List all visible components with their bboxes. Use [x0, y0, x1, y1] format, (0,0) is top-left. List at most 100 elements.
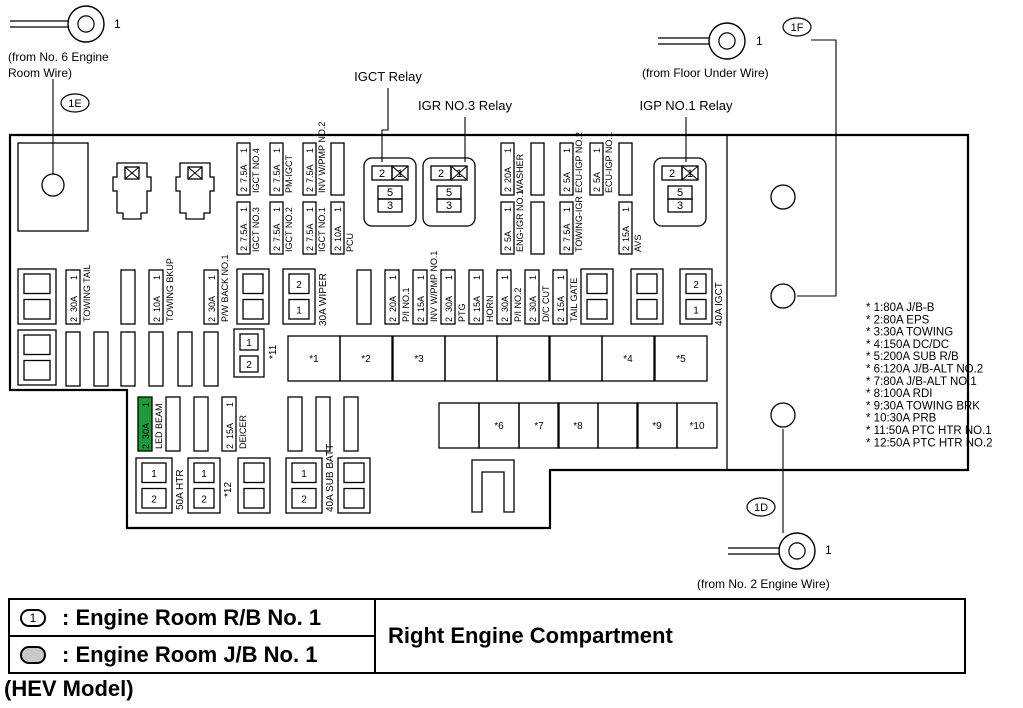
row-fuse-7-amp: 15A — [472, 296, 482, 312]
igp-no1-relay-housing — [653, 157, 707, 227]
note-item: * 2:80A EPS — [866, 314, 930, 326]
htr-link-pin-upper — [141, 462, 167, 484]
connector-1e-ring-hole — [77, 15, 95, 33]
row-fuse-6-amp: 30A — [444, 296, 454, 312]
mini-fuse-12-amp: 7.5A — [562, 223, 572, 242]
pin-fuse-slot — [654, 335, 708, 382]
spare-block-1-pin-upper — [23, 273, 51, 295]
legend-table: 1 : Engine Room R/B No. 1 : Engine Room … — [8, 598, 966, 674]
row-fuse-1-pin: 1 — [69, 275, 79, 280]
mini-fuse-13-pin: 2 — [621, 246, 631, 251]
row-fuse-7-label: HORN — [485, 296, 495, 323]
spare-block-6-pin-upper — [243, 462, 265, 484]
ptc-no2-link-pin-label: 1 — [201, 469, 207, 480]
spare-block-4-body — [580, 268, 614, 325]
mini-fuse-4-label: IGCT NO.3 — [251, 207, 261, 252]
mini-fuse-7-label: PCU — [345, 233, 355, 252]
igr-no3-relay-mark — [450, 165, 468, 181]
row-fuse-12-body — [221, 396, 237, 452]
empty-fuse-slot — [618, 142, 633, 196]
igp-no1-relay-mark — [681, 165, 699, 181]
igct-relay-pin-3 — [377, 198, 403, 213]
mounting-bracket — [471, 459, 515, 513]
igr-no3-relay-housing — [422, 157, 476, 227]
mini-fuse-5-body — [269, 201, 284, 255]
ptc-no2-link-label: *12 — [223, 482, 234, 497]
spare-block-3-body — [236, 268, 270, 325]
row-fuse-10-body — [552, 269, 568, 325]
wiper-link-body — [282, 268, 316, 325]
sub-batt-link-pin-lower — [291, 487, 317, 509]
mini-fuse-11-pin: 2 — [592, 187, 602, 192]
mini-fuse-6-body — [302, 201, 317, 255]
wiper-link-pin-upper — [288, 273, 310, 295]
rb-symbol-icon: 1 — [20, 608, 46, 627]
igp-no1-relay-pin-label: 1 — [687, 168, 693, 180]
mini-fuse-13-label: AVS — [633, 235, 643, 252]
note-item: * 12:50A PTC HTR NO.2 — [866, 437, 993, 449]
mini-fuse-4-pin: 1 — [239, 207, 249, 212]
ptc-no1-link-label: *11 — [268, 344, 279, 359]
mini-fuse-10-pin: 1 — [562, 148, 572, 153]
terminal-hole — [41, 173, 65, 197]
pin-fuse-slot-label: *3 — [414, 354, 424, 365]
connector-1e-badge — [60, 93, 90, 113]
note-item: * 11:50A PTC HTR NO.1 — [866, 425, 992, 437]
row-fuse-8-body — [496, 269, 512, 325]
igct-link-label: 40A IGCT — [714, 282, 725, 326]
legend-rb-row: 1 : Engine Room R/B No. 1 — [10, 600, 374, 635]
empty-fuse-slot — [120, 331, 136, 387]
mini-fuse-6-label: IGCT NO.1 — [317, 207, 327, 252]
spare-block-2-pin-upper — [23, 334, 51, 356]
igct-relay-pin-label: 3 — [387, 200, 393, 212]
row-fuse-1-label: TOWING TAIL — [82, 264, 92, 322]
legend-jb-label: : Engine Room J/B No. 1 — [62, 641, 318, 667]
row-fuse-8-amp: 30A — [500, 296, 510, 312]
igr-no3-relay-title: IGR NO.3 Relay — [418, 98, 512, 113]
note-item: * 10:30A PRB — [866, 413, 937, 425]
row-fuse-8-label: P/I NO.2 — [513, 287, 523, 322]
row-fuse-4-label: P/I NO.1 — [401, 287, 411, 322]
connector-1e-pin: 1 — [114, 17, 121, 31]
mini-fuse-2-label: PM-IGCT — [284, 155, 294, 193]
pin-fuse-slot-label: *5 — [676, 354, 686, 365]
mini-fuse-1-label: IGCT NO.4 — [251, 148, 261, 193]
row-fuse-1-body — [65, 269, 81, 325]
note-item: * 9:30A TOWING BRK — [866, 400, 980, 412]
wiper-link-pin-label: 1 — [296, 305, 302, 316]
mini-fuse-1-body — [236, 142, 251, 196]
htr-link-body — [135, 457, 173, 514]
row-fuse-5-pin: 2 — [416, 317, 426, 322]
pin-fuse-slot-label: *4 — [623, 354, 633, 365]
igct-relay-pin-label: 5 — [387, 187, 393, 199]
note-item: * 5:200A SUB R/B — [866, 351, 959, 363]
pin-fuse-slot — [518, 402, 560, 449]
row-fuse-3-label: P/W BACK NO.1 — [220, 254, 230, 322]
row-fuse-9-amp: 30A — [528, 296, 538, 312]
row-fuse-10-pin: 1 — [556, 275, 566, 280]
spare-block-1-pin-lower — [23, 298, 51, 320]
htr-link-label: 50A HTR — [175, 469, 186, 510]
mini-fuse-13-amp: 15A — [621, 226, 631, 242]
mini-fuse-1-amp: 7.5A — [239, 164, 249, 183]
row-fuse-2-body — [148, 269, 164, 325]
row-fuse-11-pin: 2 — [141, 444, 151, 449]
row-fuse-2-pin: 1 — [152, 275, 162, 280]
row-fuse-3-pin: 1 — [207, 275, 217, 280]
connector-1f-leader — [797, 39, 837, 297]
mini-fuse-10-label: ECU-IGP NO.2 — [574, 132, 584, 193]
mini-fuse-8-label: WASHER — [515, 153, 525, 193]
pin-fuse-slot-label: *6 — [494, 421, 504, 432]
row-fuse-5-amp: 15A — [416, 296, 426, 312]
spare-block-5-body — [630, 268, 664, 325]
pin-fuse-slot-label: *1 — [309, 354, 319, 365]
mini-fuse-6-pin: 2 — [305, 246, 315, 251]
row-fuse-10-label: TAIL GATE — [569, 278, 579, 322]
mini-fuse-3-label: INV W/PMP NO.2 — [317, 122, 327, 193]
row-fuse-6-body — [440, 269, 456, 325]
mini-fuse-8-amp: 20A — [503, 167, 513, 183]
row-fuse-3-pin: 2 — [207, 317, 217, 322]
mini-fuse-9-label: ENG-IGR NO.1 — [515, 190, 525, 252]
connector-1d-pin: 1 — [825, 543, 832, 557]
